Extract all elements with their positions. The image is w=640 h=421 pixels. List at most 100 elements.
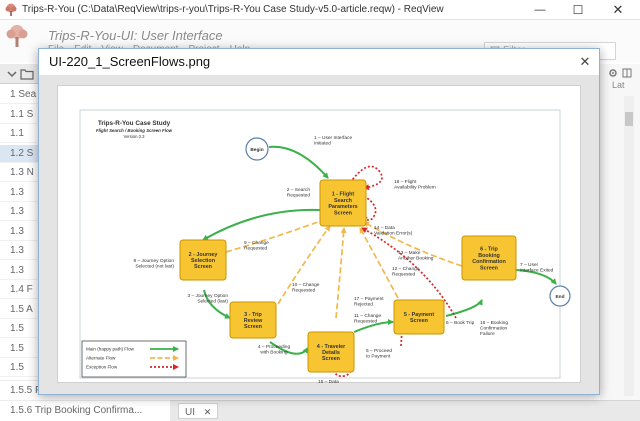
columns-icon[interactable] (622, 68, 632, 78)
dialog-title: UI-220_1_ScreenFlows.png (49, 54, 211, 69)
begin-node (245, 137, 269, 161)
diagram-version: Version 0.3 (124, 134, 146, 139)
tree-item[interactable]: 1.4 F (0, 281, 38, 299)
chevron-down-icon[interactable] (6, 68, 18, 80)
begin-label: Begin (250, 147, 263, 153)
edge-s4-to-s5 (353, 319, 394, 333)
edge-s6-to-end (515, 269, 557, 285)
scrollbar-thumb[interactable] (625, 112, 633, 126)
edge-s1-self-validation (361, 195, 377, 222)
tab-close-icon[interactable]: ✕ (203, 407, 212, 417)
screen-box-s4 (307, 331, 355, 373)
window-title: Trips-R-You (C:\Data\ReqView\trips-r-you… (22, 4, 444, 15)
reqview-logo-icon (5, 3, 17, 16)
legend-label: Alternate Flow (86, 356, 116, 361)
end-label: End (555, 294, 564, 300)
image-preview-dialog: UI-220_1_ScreenFlows.png ✕ Trips-R-You C… (38, 48, 600, 395)
project-tree-icon (6, 25, 28, 47)
document-tabs: UI ✕ (170, 400, 640, 421)
edge-s5-to-s1 (359, 227, 399, 299)
edge-s1-self-availability (347, 165, 383, 191)
edge-s1-to-s2 (202, 208, 321, 241)
screen-box-s3 (229, 301, 277, 339)
edge-s2-to-s3 (203, 289, 231, 319)
folder-icon[interactable] (20, 68, 34, 80)
end-node (549, 285, 571, 307)
window-close-button[interactable]: ✕ (612, 2, 624, 17)
screen-box-s1 (319, 179, 367, 227)
legend-label: Exception Flow (86, 365, 118, 370)
tree-item[interactable]: 1.3 (0, 203, 38, 221)
tab-ui[interactable]: UI ✕ (178, 403, 219, 419)
tab-ui-label: UI (185, 407, 195, 418)
edge-label-l6: 6 – Book Trip (446, 320, 475, 326)
tree-item[interactable]: 1.5 (0, 359, 38, 377)
edge-s6-to-s1-exception (361, 227, 457, 319)
edge-s4-to-s1 (335, 227, 347, 319)
legend-label: Main (happy path) Flow (86, 347, 135, 352)
tree-item[interactable]: 1.2 S (0, 144, 38, 163)
tree-item[interactable]: 1.1 S (0, 106, 38, 124)
screen-box-s2 (179, 239, 227, 281)
tree-item[interactable]: 1.3 (0, 242, 38, 260)
gear-icon[interactable] (608, 68, 618, 78)
tree-item[interactable]: 1 Sea (0, 86, 38, 104)
document-toolbar (0, 64, 38, 84)
right-side-pane (600, 64, 640, 400)
edge-s5-to-s6 (445, 299, 483, 317)
window-titlebar: Trips-R-You (C:\Data\ReqView\trips-r-you… (0, 0, 640, 20)
tree-item[interactable]: 1.5 (0, 320, 38, 338)
tree-item[interactable]: 1.3 (0, 184, 38, 202)
minimize-button[interactable]: — (534, 4, 546, 16)
tree-item-trip-booking-confirmation[interactable]: 1.5.6 Trip Booking Confirma... (0, 400, 170, 420)
tree-item[interactable]: 1.1 (0, 125, 38, 143)
tree-item[interactable]: 1.5 (0, 340, 38, 358)
diagram-title: Trips-R-You Case Study (98, 120, 171, 127)
screen-box-s6 (461, 235, 517, 281)
tree-item[interactable]: 1.3 (0, 262, 38, 280)
edge-s6-to-s1 (363, 221, 463, 267)
tree-item[interactable]: 1.3 N (0, 164, 38, 182)
legend-box (81, 340, 187, 378)
screen-box-s5 (393, 299, 445, 335)
scrollbar[interactable] (624, 96, 634, 396)
maximize-button[interactable]: ☐ (572, 3, 584, 17)
diagram-frame (79, 109, 561, 379)
right-pane-label: Lat (612, 80, 625, 90)
tree-item[interactable]: 1.5 A (0, 301, 38, 319)
dialog-titlebar: UI-220_1_ScreenFlows.png ✕ (39, 49, 599, 75)
edge-begin-to-s1 (268, 145, 329, 179)
diagram-subtitle: Flight Search / Booking Screen Flow (96, 128, 173, 133)
project-title: Trips-R-You-UI: User Interface (48, 28, 223, 43)
edge-s3-to-s4 (269, 341, 309, 355)
dialog-close-button[interactable]: ✕ (579, 54, 591, 69)
tree-item[interactable]: 1.3 (0, 223, 38, 241)
